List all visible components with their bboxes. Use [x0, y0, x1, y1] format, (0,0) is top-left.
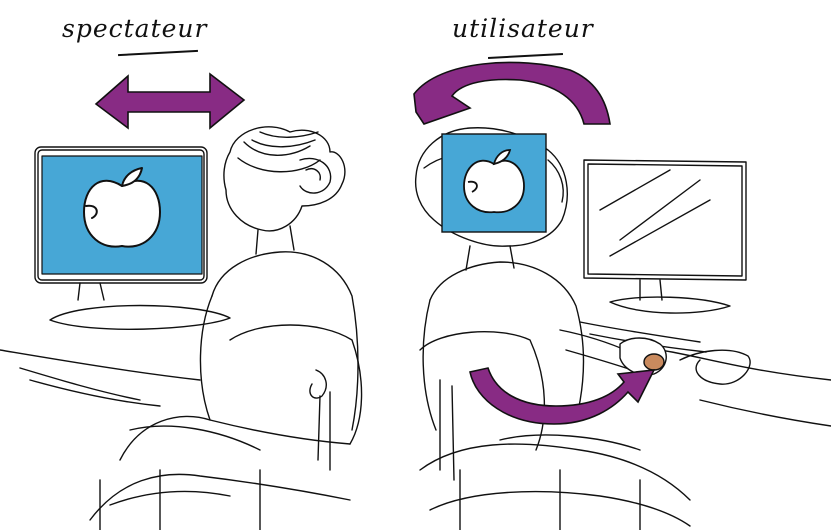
double-arrow-icon — [96, 74, 244, 128]
right-monitor — [584, 160, 746, 313]
curved-arrow-icon — [470, 368, 654, 424]
hand-on-mouse — [620, 338, 666, 375]
curved-arrow-icon — [414, 62, 610, 124]
